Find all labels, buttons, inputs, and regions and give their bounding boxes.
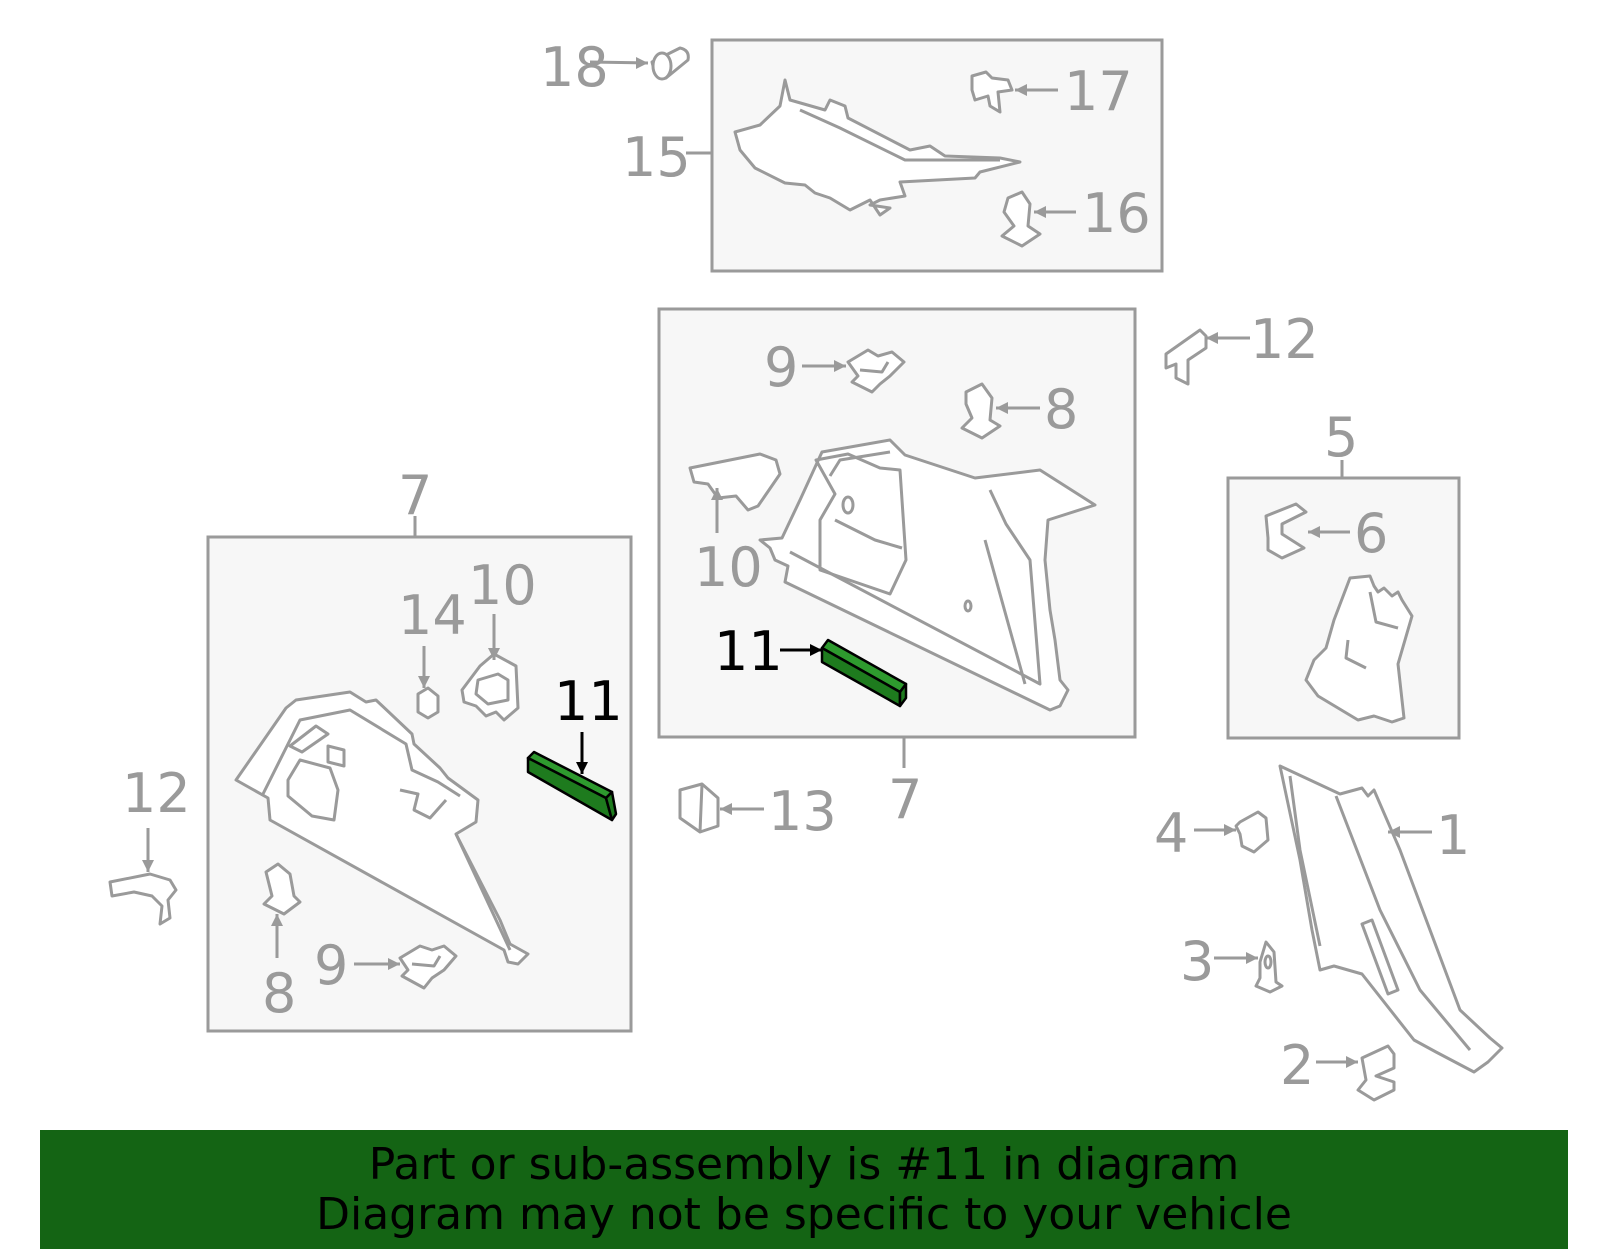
label-9-left: 9	[314, 934, 348, 997]
quarter-trim-panel-part-7-left	[234, 690, 530, 966]
clip-part-16	[1000, 190, 1076, 248]
label-5: 5	[1324, 406, 1358, 469]
label-7-right-box: 7	[888, 768, 922, 831]
highlighted-part-11-right	[780, 638, 908, 708]
cover-part-10-left	[460, 614, 520, 722]
label-14: 14	[398, 584, 467, 647]
label-16: 16	[1082, 182, 1151, 245]
label-8-right: 8	[1044, 378, 1078, 441]
quarter-trim-panel-part-7-right	[758, 438, 1097, 712]
label-15: 15	[622, 126, 691, 189]
label-10-right: 10	[694, 536, 763, 599]
clip-part-6	[1264, 502, 1350, 560]
cover-part-10-right	[688, 452, 782, 533]
label-10-left: 10	[468, 554, 537, 617]
label-17: 17	[1064, 60, 1133, 123]
label-4: 4	[1154, 802, 1188, 865]
bracket-part-12-right	[1164, 328, 1250, 386]
label-3: 3	[1180, 930, 1214, 993]
banner-line-1: Part or sub-assembly is #11 in diagram	[368, 1139, 1240, 1190]
pillar-trim-part-1	[1278, 764, 1504, 1074]
banner-line-2: Diagram may not be specific to your vehi…	[316, 1189, 1292, 1240]
label-13: 13	[768, 780, 837, 843]
info-banner: Part or sub-assembly is #11 in diagram D…	[40, 1130, 1568, 1249]
label-11-right: 11	[714, 620, 783, 683]
bracket-part-12-left	[108, 828, 178, 926]
retainer-part-8-left	[262, 862, 302, 958]
retainer-part-8-right	[960, 382, 1040, 440]
clip-part-2	[1316, 1044, 1396, 1102]
label-7-left-box: 7	[398, 464, 432, 527]
retainer-part-9-left	[354, 944, 458, 990]
push-pin-part-18	[589, 46, 690, 81]
upper-trim-panel-part-15	[733, 78, 1022, 217]
label-1: 1	[1436, 804, 1470, 867]
label-12-left: 12	[122, 762, 191, 825]
cap-part-13	[678, 782, 764, 834]
label-12-right: 12	[1250, 308, 1319, 371]
label-11-left: 11	[554, 670, 623, 733]
trim-part-5	[1304, 574, 1414, 724]
clip-part-17	[970, 70, 1058, 114]
label-18: 18	[540, 36, 609, 99]
plug-part-14	[416, 646, 440, 720]
retainer-part-9-right	[802, 348, 906, 394]
clip-part-4	[1194, 810, 1270, 854]
label-8-left: 8	[262, 962, 296, 1025]
highlighted-part-11-left	[526, 732, 618, 822]
label-2: 2	[1280, 1034, 1314, 1097]
label-9-right: 9	[764, 336, 798, 399]
label-6: 6	[1354, 502, 1388, 565]
fastener-part-3	[1214, 940, 1284, 994]
